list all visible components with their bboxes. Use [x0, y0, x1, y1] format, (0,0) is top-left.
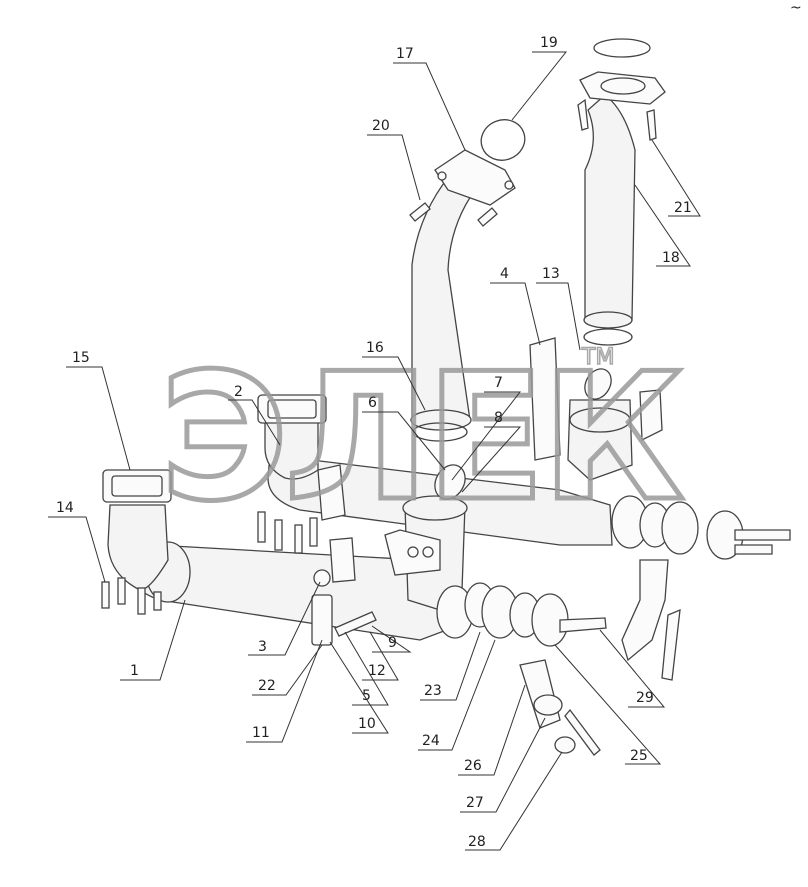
right-riser-base: [583, 311, 633, 329]
callout-2: 2: [234, 384, 243, 400]
bolt-14b: [117, 577, 126, 605]
callout-25: 25: [630, 748, 648, 764]
right-junction-top: [569, 407, 631, 433]
flange-bolt-hole: [504, 180, 514, 190]
right-flange-bore: [600, 77, 646, 95]
callout-11: 11: [252, 725, 270, 741]
flange-bolt-hole: [437, 171, 447, 181]
callout-4: 4: [500, 266, 509, 282]
callout-21: 21: [674, 200, 692, 216]
bolt-2d: [309, 517, 318, 547]
watermark-text: ЭЛЕК: [160, 337, 682, 540]
callout-13: 13: [542, 266, 560, 282]
valve-disc-13: [584, 368, 612, 400]
callout-15: 15: [72, 350, 90, 366]
callout-3: 3: [258, 639, 267, 655]
bolt-5: [334, 611, 377, 637]
callout-9: 9: [388, 635, 397, 651]
callout-16: 16: [366, 340, 384, 356]
right-riser-seal: [583, 328, 633, 346]
long-bolt: [734, 529, 791, 541]
watermark-tm: TM: [581, 345, 614, 370]
bolt-14d: [153, 591, 162, 611]
bolt-14a: [101, 581, 110, 609]
callout-7: 7: [494, 375, 503, 391]
bolt-21a: [577, 98, 589, 131]
assembly-drawing: [101, 38, 791, 756]
nut-3: [313, 569, 331, 587]
callout-labels: 1 2 3 4 5 6 7 8 9 10 11 12 13 14 15 16 1…: [56, 35, 692, 850]
bolt-20a: [409, 202, 431, 222]
bracket-4: [529, 337, 561, 461]
right-drain-valve: [621, 559, 669, 662]
long-bolt: [559, 617, 607, 633]
bolt-2b: [274, 519, 283, 551]
callout-20: 20: [372, 118, 390, 134]
right-valve-handle: [661, 608, 681, 681]
o-ring-19: [480, 119, 526, 161]
right-riser-pipe: [584, 94, 636, 326]
bracket-3: [329, 537, 356, 583]
callout-17: 17: [396, 46, 414, 62]
coupling-stack-upper: [611, 495, 791, 560]
bolt-2c: [294, 524, 303, 554]
callout-19: 19: [540, 35, 558, 51]
fitting-28: [554, 736, 576, 754]
callout-6: 6: [368, 395, 377, 411]
coupling-stack-lower: [436, 582, 607, 647]
valve-handle: [564, 708, 601, 756]
corner-mark: ~: [790, 0, 802, 16]
second-flange-inner: [267, 399, 317, 419]
bolt-20b: [477, 207, 498, 227]
o-ring-top: [593, 38, 651, 58]
callout-8: 8: [494, 410, 503, 426]
bracket-hole: [407, 546, 419, 558]
bracket-hole: [422, 546, 434, 558]
left-flange-inner: [111, 475, 163, 497]
bolt-2a: [257, 511, 266, 543]
watermark: ЭЛЕК TM: [158, 335, 689, 543]
callout-10: 10: [358, 716, 376, 732]
center-junction-top: [402, 495, 468, 521]
valve-body-27: [533, 694, 563, 716]
callout-23: 23: [424, 683, 442, 699]
bracket-2: [317, 464, 346, 521]
callout-28: 28: [468, 834, 486, 850]
callout-18: 18: [662, 250, 680, 266]
second-elbow: [264, 419, 319, 480]
callout-14: 14: [56, 500, 74, 516]
callout-1: 1: [130, 663, 139, 679]
clamp-22: [311, 594, 333, 646]
callout-26: 26: [464, 758, 482, 774]
callout-27: 27: [466, 795, 484, 811]
callout-12: 12: [368, 663, 386, 679]
right-riser-flange: [579, 71, 666, 105]
long-bolt: [734, 544, 773, 555]
bolt-14c: [137, 587, 146, 615]
bolt-21b: [646, 109, 657, 141]
callout-22: 22: [258, 678, 276, 694]
right-bracket: [639, 389, 663, 442]
fitting-26: [519, 659, 561, 729]
callout-24: 24: [422, 733, 440, 749]
leader-lines: [48, 51, 701, 851]
callout-5: 5: [362, 688, 371, 704]
coupling-plate: [661, 501, 699, 555]
riser-seal-ring: [412, 422, 468, 442]
callout-29: 29: [636, 690, 654, 706]
